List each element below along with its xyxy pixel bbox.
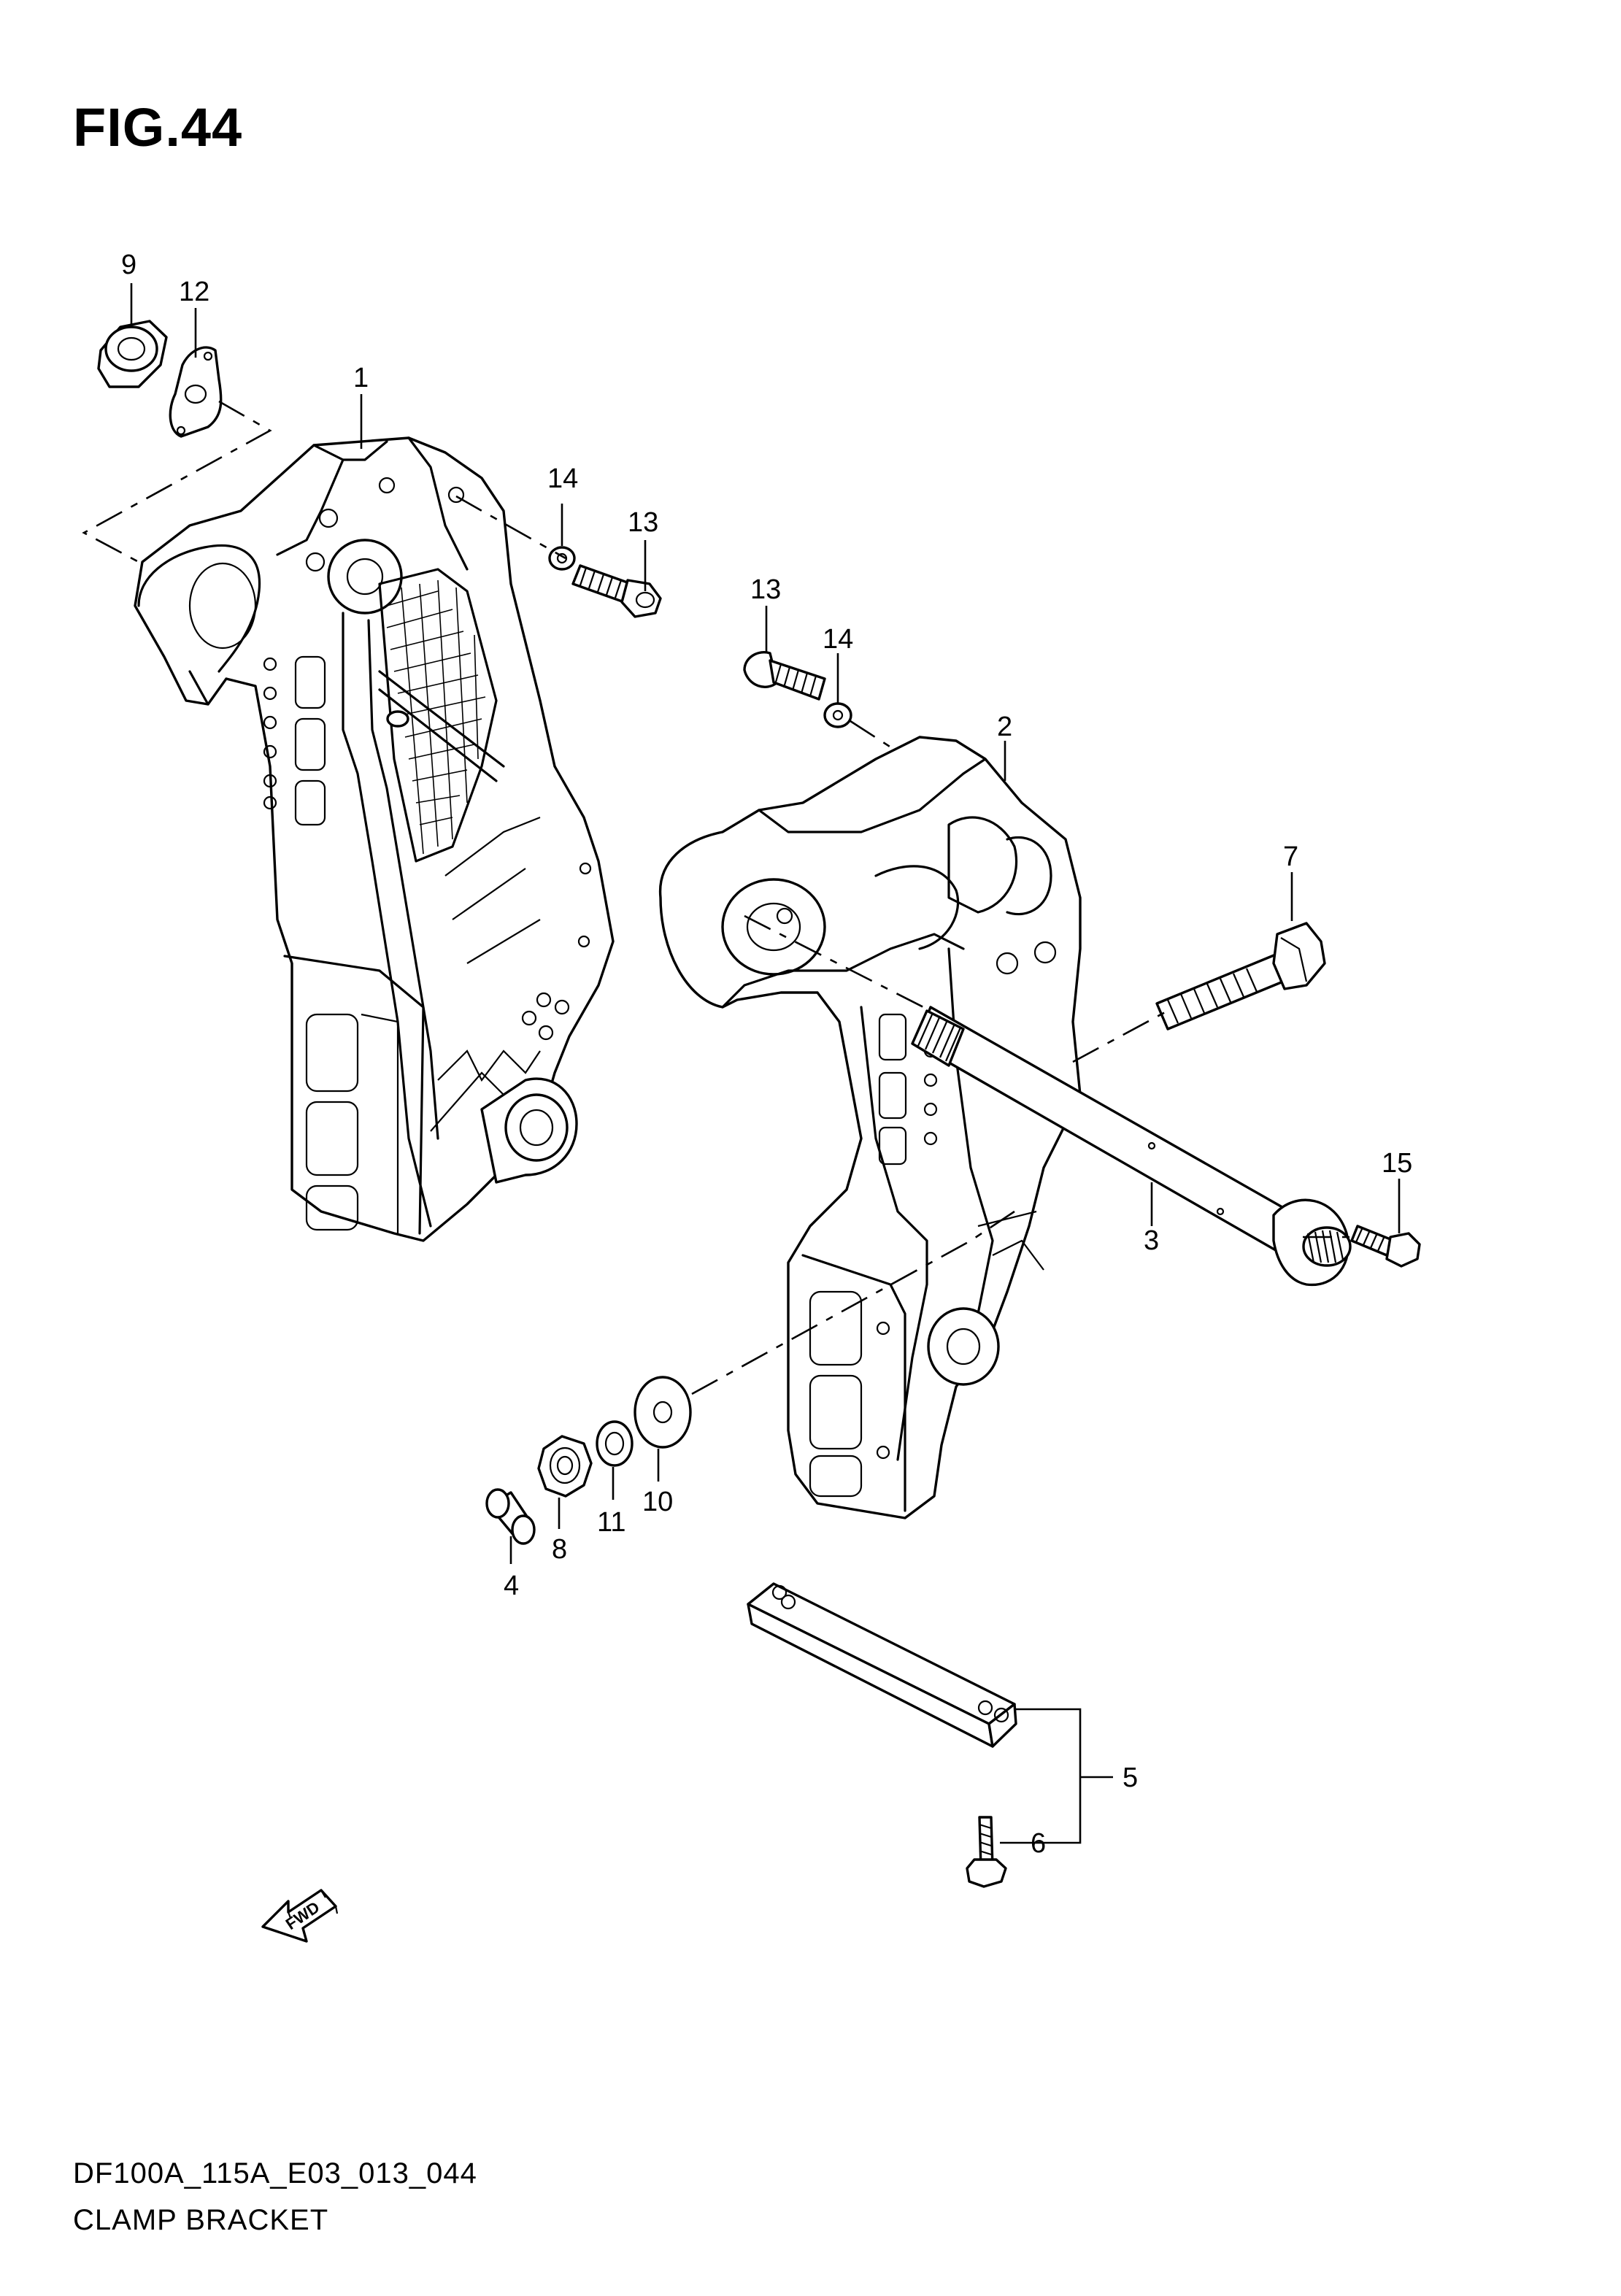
washer-11[interactable] (596, 1420, 634, 1467)
callout-labels: 9 12 1 14 13 13 14 2 7 15 3 10 11 8 4 5 … (121, 250, 1412, 1859)
bolt-6[interactable] (966, 1816, 1007, 1888)
nut-9[interactable] (97, 320, 168, 388)
callout-14b: 14 (823, 624, 853, 655)
clamp-bracket-right[interactable] (658, 736, 1082, 1519)
nut-8[interactable] (537, 1435, 593, 1498)
plate-12[interactable] (169, 346, 223, 438)
callout-13b: 13 (750, 574, 781, 605)
bolt-small[interactable] (1350, 1225, 1421, 1268)
callout-7: 7 (1283, 841, 1298, 872)
figure-name: CLAMP BRACKET (73, 2204, 329, 2236)
figure-title: FIG.44 (73, 97, 243, 158)
collar-4[interactable] (485, 1488, 536, 1545)
leader-lines (130, 283, 1401, 1844)
callout-9: 9 (121, 250, 136, 280)
alignment-lines (82, 400, 1354, 1395)
callout-13a: 13 (628, 507, 658, 538)
bolt-13-upper[interactable] (571, 564, 662, 618)
callout-11: 11 (597, 1507, 625, 1538)
plate-bar-5[interactable] (747, 1582, 1017, 1748)
callout-3: 3 (1144, 1225, 1159, 1256)
callout-14a: 14 (547, 463, 578, 494)
fwd-arrow-icon: FWD (261, 1889, 339, 1943)
callout-10: 10 (642, 1487, 673, 1517)
callout-15: 15 (1382, 1148, 1412, 1179)
tilt-tube[interactable] (911, 1006, 1352, 1287)
washer-14-upper[interactable] (548, 546, 576, 571)
callout-8: 8 (552, 1534, 567, 1565)
callout-5: 5 (1123, 1763, 1138, 1793)
clamp-bracket-left[interactable] (134, 436, 615, 1242)
callout-2: 2 (997, 712, 1012, 742)
bolt-long[interactable] (1155, 922, 1326, 1030)
callout-12: 12 (179, 277, 209, 307)
callout-4: 4 (504, 1571, 519, 1601)
figure-code: DF100A_115A_E03_013_044 (73, 2157, 477, 2189)
callout-1: 1 (353, 363, 369, 393)
washer-14-lower[interactable] (823, 702, 852, 728)
washer-10[interactable] (634, 1376, 692, 1449)
callout-6: 6 (1031, 1828, 1046, 1859)
bolt-13-lower[interactable] (743, 651, 826, 701)
